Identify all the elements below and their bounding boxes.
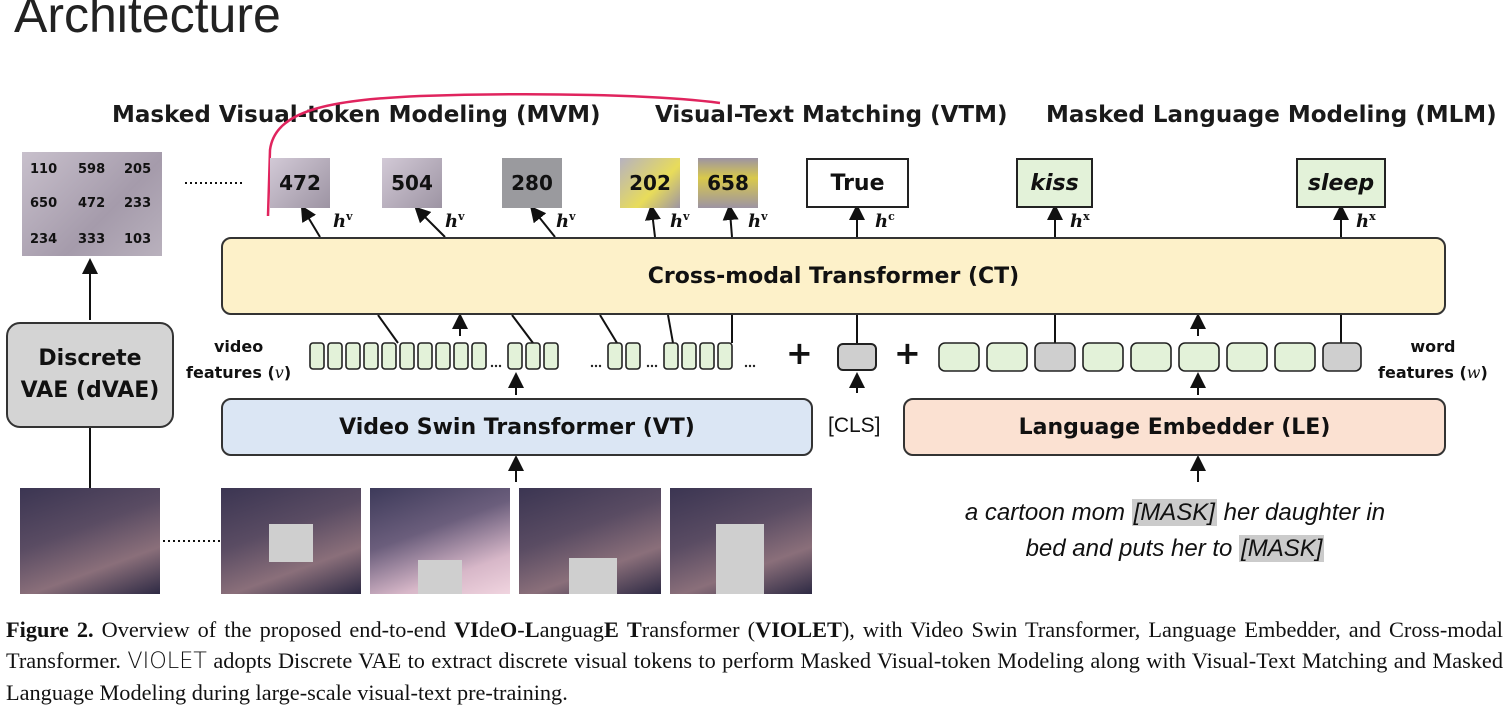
visual-token-output: 472 — [270, 158, 330, 208]
masked-video-frame — [221, 488, 361, 594]
video-features-label: video features (v) — [186, 337, 292, 382]
vtm-task-label: Visual-Text Matching (VTM) — [655, 102, 1008, 128]
video-swin-transformer-block: Video Swin Transformer (VT) — [221, 398, 813, 456]
frame-mask-patch — [569, 558, 617, 594]
masked-video-frame — [670, 488, 812, 594]
h-label: hx — [1070, 210, 1090, 232]
masked-video-frame — [370, 488, 510, 594]
plus-icon: + — [786, 334, 813, 372]
dvae-line2: VAE (dVAE) — [20, 378, 160, 403]
word-features-label: word features (w) — [1378, 337, 1488, 382]
visual-token-output: 504 — [382, 158, 442, 208]
original-video-frame — [20, 488, 160, 594]
discrete-vae-block: Discrete VAE (dVAE) — [6, 322, 174, 428]
cls-token-label: [CLS] — [828, 414, 881, 437]
visual-token-output: 280 — [502, 158, 562, 208]
grid-token: 110 — [30, 162, 58, 177]
mlm-task-label: Masked Language Modeling (MLM) — [1046, 102, 1497, 128]
violet-logo: VIOLET — [755, 617, 842, 642]
language-embedder-block: Language Embedder (LE) — [903, 398, 1446, 456]
mask-token: [MASK] — [1239, 535, 1325, 562]
mvm-task-label: Masked Visual-token Modeling (MVM) — [112, 102, 601, 128]
mask-token: [MASK] — [1131, 499, 1217, 526]
cls-feature-cell — [837, 343, 877, 371]
frame-mask-patch — [269, 524, 313, 562]
cross-modal-transformer-block: Cross-modal Transformer (CT) — [221, 237, 1446, 315]
caption-label: Figure 2. — [6, 617, 94, 642]
dvae-line1: Discrete — [38, 346, 142, 371]
page-title: Architecture — [14, 0, 281, 43]
h-label: hv — [445, 210, 465, 232]
h-label: hv — [333, 210, 353, 232]
mlm-output-sleep: sleep — [1296, 158, 1386, 208]
h-label: hx — [1356, 210, 1376, 232]
grid-token: 234 — [30, 232, 58, 247]
word-feature-sequence — [938, 342, 1362, 372]
vtm-output-box: True — [806, 158, 909, 208]
input-sentence: a cartoon mom [MASK] her daughter in bed… — [964, 499, 1386, 562]
masked-video-frame — [519, 488, 661, 594]
h-label: hv — [556, 210, 576, 232]
plus-icon: + — [894, 334, 921, 372]
grid-token: 205 — [124, 162, 152, 177]
visual-token-output: 658 — [698, 158, 758, 208]
h-label: hv — [748, 210, 768, 232]
grid-token: 650 — [30, 196, 58, 211]
frame-mask-patch — [418, 560, 462, 594]
frame-mask-patch — [716, 524, 764, 594]
video-feature-sequence — [309, 342, 756, 370]
grid-token: 598 — [78, 162, 106, 177]
token-grid-image: 110 598 205 650 472 233 234 333 103 — [22, 152, 162, 256]
h-label: hc — [875, 210, 895, 232]
grid-token: 103 — [124, 232, 152, 247]
visual-token-output: 202 — [620, 158, 680, 208]
violet-logo: VIOLET — [127, 648, 207, 674]
grid-token: 333 — [78, 232, 106, 247]
figure-caption: Figure 2. Overview of the proposed end-t… — [6, 617, 1503, 705]
diagram-connectors — [82, 92, 1349, 542]
grid-token: 233 — [124, 196, 152, 211]
mlm-output-kiss: kiss — [1016, 158, 1093, 208]
h-label: hv — [670, 210, 690, 232]
grid-token: 472 — [78, 196, 106, 211]
